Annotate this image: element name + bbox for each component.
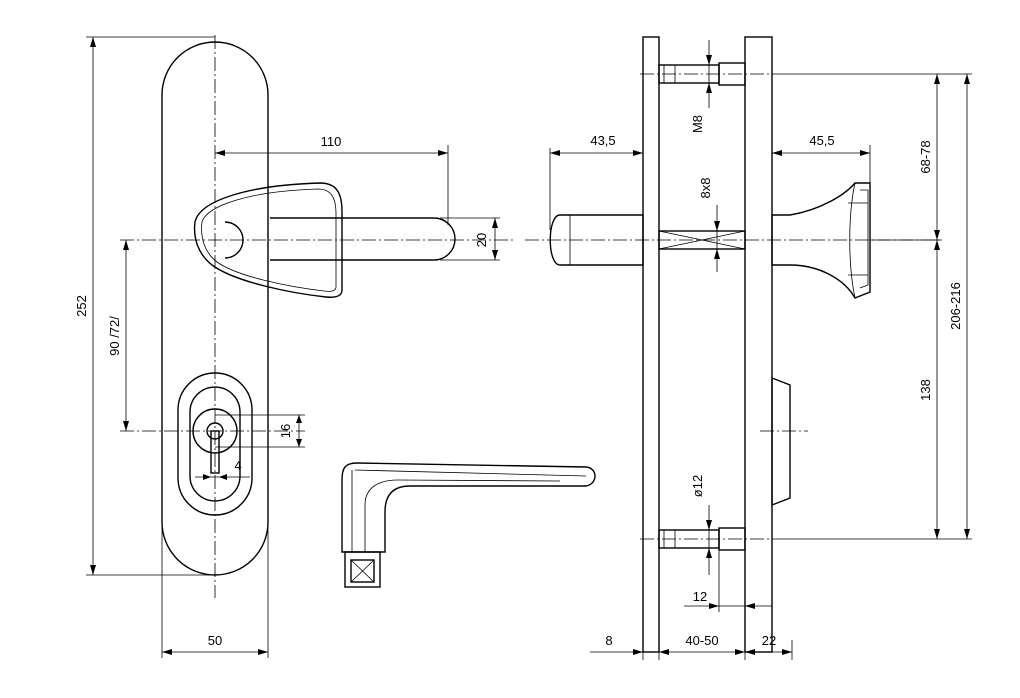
dim-4-label: 4 — [234, 458, 241, 473]
dim-138-label: 138 — [918, 379, 933, 401]
inner-handle-profile — [771, 182, 871, 299]
dim-22-label: 22 — [762, 633, 776, 648]
handle-top-outline — [341, 462, 596, 553]
dim-50-label: 50 — [208, 633, 222, 648]
handle-rose-inner — [201, 188, 337, 292]
dim-110-label: 110 — [321, 134, 342, 149]
handle-rose — [193, 182, 343, 298]
dim-12-label: 12 — [693, 589, 707, 604]
dim-16-label: 16 — [278, 424, 293, 438]
handle-top-inner-curve — [351, 470, 561, 552]
dim-68-78-label: 68-78 — [918, 140, 933, 173]
escutcheon-inner — [189, 386, 241, 502]
dim-m8-label: M8 — [690, 115, 705, 133]
escutcheon-outer — [177, 372, 253, 516]
cylinder-core — [206, 422, 224, 440]
inner-plate — [744, 36, 773, 653]
dim-8x8-label: 8x8 — [698, 178, 713, 199]
front-view: 110 20 252 90 /72/ 16 4 — [74, 35, 515, 658]
dim-43-5-label: 43,5 — [590, 133, 615, 148]
side-view: 43,5 45,5 M8 8x8 ø12 12 — [525, 36, 972, 660]
dim-90-72-label: 90 /72/ — [107, 316, 122, 356]
dim-45-5-label: 45,5 — [809, 133, 834, 148]
dim-40-50-label: 40-50 — [685, 633, 718, 648]
cylinder-projection — [771, 376, 791, 507]
outer-knob — [549, 214, 644, 266]
dim-20-label: 20 — [474, 233, 489, 247]
outer-plate — [642, 36, 660, 653]
handle-arm-front — [270, 217, 456, 261]
dim-8-label: 8 — [605, 633, 612, 648]
handle-top-view — [341, 462, 596, 588]
dim-252-label: 252 — [74, 295, 89, 317]
dim-206-216-label: 206-216 — [948, 282, 963, 330]
handle-spindle-top — [344, 551, 381, 588]
dim-d12-label: ø12 — [690, 475, 705, 497]
